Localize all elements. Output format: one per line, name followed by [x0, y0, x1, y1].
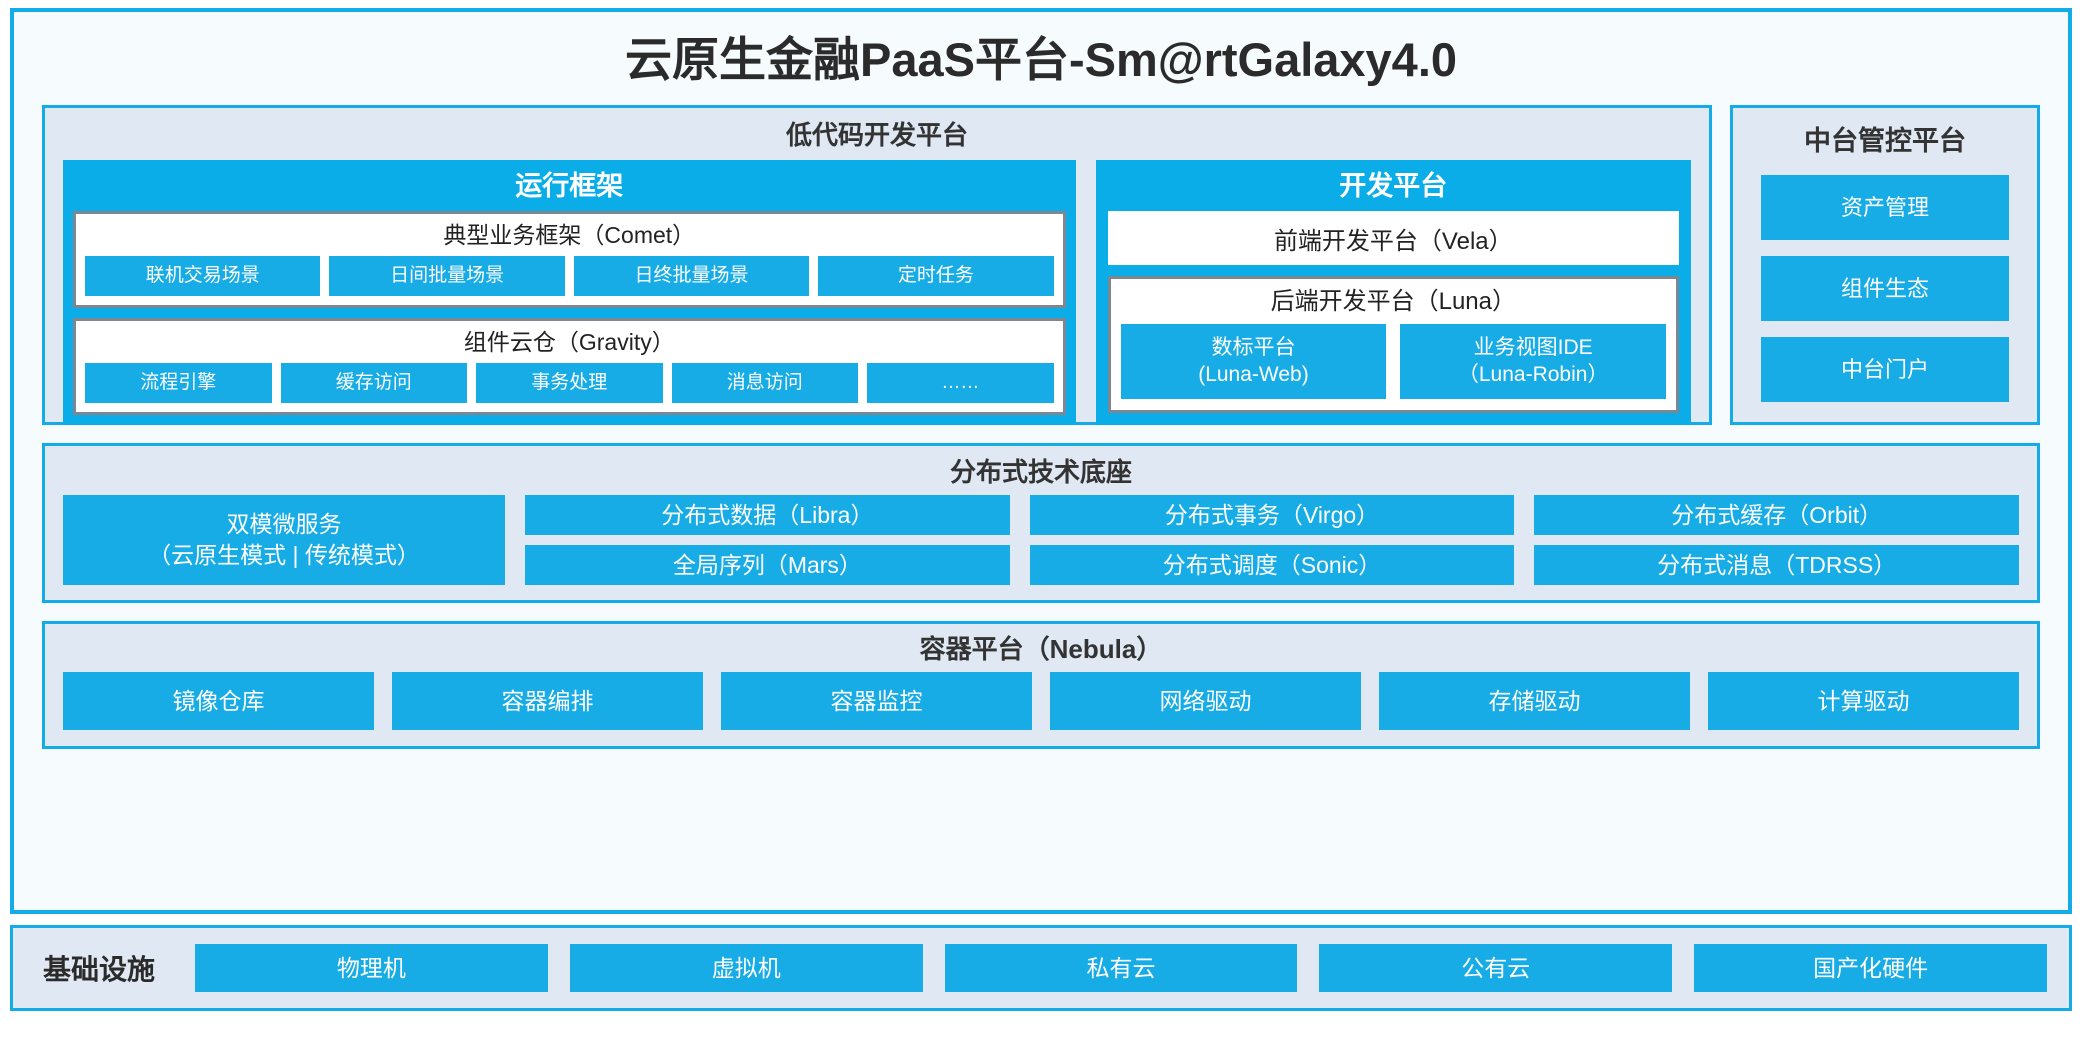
infrastructure-chip-row: 物理机 虚拟机 私有云 公有云 国产化硬件 [195, 944, 2047, 992]
chip-ellipsis-more[interactable]: …… [867, 363, 1054, 403]
chip-network-driver[interactable]: 网络驱动 [1050, 672, 1361, 730]
chip-component-ecosystem[interactable]: 组件生态 [1761, 256, 2009, 321]
chip-luna-web-line1: 数标平台 [1211, 335, 1296, 359]
chip-online-transaction[interactable]: 联机交易场景 [85, 256, 321, 296]
chip-distributed-scheduling-sonic[interactable]: 分布式调度（Sonic） [1029, 545, 1515, 585]
runtime-framework-box: 运行框架 典型业务框架（Comet） 联机交易场景 日间批量场景 日终批量场景 … [63, 160, 1076, 425]
techbase-panel: 分布式技术底座 双模微服务 （云原生模式 | 传统模式） 分布式数据（Libra… [42, 443, 2040, 603]
chip-image-repository[interactable]: 镜像仓库 [63, 672, 374, 730]
container-platform-chip-row: 镜像仓库 容器编排 容器监控 网络驱动 存储驱动 计算驱动 [63, 672, 2019, 730]
chip-process-engine[interactable]: 流程引擎 [85, 363, 272, 403]
comet-group-title: 典型业务框架（Comet） [443, 222, 696, 248]
chip-distributed-transaction-virgo[interactable]: 分布式事务（Virgo） [1029, 495, 1515, 535]
dual-mode-line1: 双模微服务 [226, 510, 342, 537]
techbase-column-1: 分布式数据（Libra） 全局序列（Mars） [525, 495, 1010, 585]
techbase-column-3: 分布式缓存（Orbit） 分布式消息（TDRSS） [1534, 495, 2020, 585]
chip-luna-robin-line2: （Luna-Robin） [1457, 362, 1609, 386]
chip-scheduled-task[interactable]: 定时任务 [818, 256, 1054, 296]
backend-dev-platform-title: 后端开发平台（Luna） [1270, 288, 1516, 315]
gravity-group-title: 组件云仓（Gravity） [463, 329, 675, 355]
techbase-column-2: 分布式事务（Virgo） 分布式调度（Sonic） [1029, 495, 1515, 585]
chip-distributed-cache-orbit[interactable]: 分布式缓存（Orbit） [1534, 495, 2020, 535]
development-platform-title: 开发平台 [1339, 171, 1448, 201]
frontend-dev-platform-vela[interactable]: 前端开发平台（Vela） [1107, 211, 1679, 265]
top-row: 低代码开发平台 运行框架 典型业务框架（Comet） 联机交易场景 日间批量场景… [42, 105, 2040, 425]
main-platform-frame: 云原生金融PaaS平台-Sm@rtGalaxy4.0 低代码开发平台 运行框架 … [10, 8, 2072, 914]
runtime-framework-title: 运行框架 [515, 171, 624, 201]
chip-cache-access[interactable]: 缓存访问 [280, 363, 468, 403]
comet-chip-row: 联机交易场景 日间批量场景 日终批量场景 定时任务 [85, 256, 1054, 296]
chip-virtual-machine[interactable]: 虚拟机 [569, 944, 923, 992]
gravity-chip-row: 流程引擎 缓存访问 事务处理 消息访问 …… [85, 363, 1054, 403]
chip-midplatform-portal[interactable]: 中台门户 [1761, 337, 2009, 402]
chip-eod-batch[interactable]: 日终批量场景 [573, 256, 810, 296]
chip-intraday-batch[interactable]: 日间批量场景 [329, 256, 565, 296]
container-platform-panel: 容器平台（Nebula） 镜像仓库 容器编排 容器监控 网络驱动 存储驱动 计算… [42, 621, 2040, 749]
chip-global-sequence-mars[interactable]: 全局序列（Mars） [525, 545, 1010, 585]
chip-distributed-data-libra[interactable]: 分布式数据（Libra） [525, 495, 1010, 535]
chip-message-access[interactable]: 消息访问 [671, 363, 859, 403]
chip-storage-driver[interactable]: 存储驱动 [1379, 672, 1690, 730]
dual-mode-line2: （云原生模式 | 传统模式） [148, 542, 420, 568]
chip-compute-driver[interactable]: 计算驱动 [1708, 672, 2019, 730]
chip-physical-machine[interactable]: 物理机 [195, 944, 548, 992]
chip-luna-web[interactable]: 数标平台 (Luna-Web) [1120, 324, 1387, 399]
infrastructure-panel: 基础设施 物理机 虚拟机 私有云 公有云 国产化硬件 [10, 925, 2072, 1011]
chip-domestic-hardware[interactable]: 国产化硬件 [1694, 944, 2047, 992]
chip-distributed-message-tdrss[interactable]: 分布式消息（TDRSS） [1534, 545, 2020, 585]
techbase-body: 双模微服务 （云原生模式 | 传统模式） 分布式数据（Libra） 全局序列（M… [63, 495, 2020, 585]
chip-private-cloud[interactable]: 私有云 [944, 944, 1298, 992]
lowcode-platform-panel: 低代码开发平台 运行框架 典型业务框架（Comet） 联机交易场景 日间批量场景… [42, 105, 1712, 425]
chip-luna-robin[interactable]: 业务视图IDE （Luna-Robin） [1400, 324, 1667, 399]
chip-transaction-processing[interactable]: 事务处理 [476, 363, 663, 403]
techbase-title: 分布式技术底座 [949, 457, 1132, 487]
midplatform-panel: 中台管控平台 资产管理 组件生态 中台门户 [1730, 105, 2040, 425]
lowcode-columns: 运行框架 典型业务框架（Comet） 联机交易场景 日间批量场景 日终批量场景 … [63, 160, 1691, 425]
container-platform-title: 容器平台（Nebula） [919, 634, 1163, 664]
chip-dual-mode-microservice[interactable]: 双模微服务 （云原生模式 | 传统模式） [63, 495, 506, 585]
chip-container-monitoring[interactable]: 容器监控 [721, 672, 1032, 730]
chip-luna-robin-line1: 业务视图IDE [1473, 335, 1593, 359]
midplatform-chip-list: 资产管理 组件生态 中台门户 [1761, 175, 2009, 402]
page-title: 云原生金融PaaS平台-Sm@rtGalaxy4.0 [624, 33, 1458, 86]
chip-public-cloud[interactable]: 公有云 [1319, 944, 1673, 992]
comet-group: 典型业务框架（Comet） 联机交易场景 日间批量场景 日终批量场景 定时任务 [73, 211, 1066, 308]
chip-asset-management[interactable]: 资产管理 [1761, 175, 2009, 240]
midplatform-title: 中台管控平台 [1804, 126, 1966, 156]
luna-chip-row: 数标平台 (Luna-Web) 业务视图IDE （Luna-Robin） [1120, 324, 1667, 399]
development-platform-box: 开发平台 前端开发平台（Vela） 后端开发平台（Luna） 数标平台 (Lun… [1095, 160, 1691, 425]
chip-container-orchestration[interactable]: 容器编排 [392, 672, 703, 730]
gravity-group: 组件云仓（Gravity） 流程引擎 缓存访问 事务处理 消息访问 …… [73, 318, 1066, 415]
infrastructure-label: 基础设施 [43, 954, 156, 985]
chip-luna-web-line2: (Luna-Web) [1198, 362, 1309, 386]
backend-dev-platform-luna-group: 后端开发平台（Luna） 数标平台 (Luna-Web) 业务视图IDE （Lu… [1107, 276, 1679, 413]
lowcode-platform-title: 低代码开发平台 [785, 120, 968, 150]
